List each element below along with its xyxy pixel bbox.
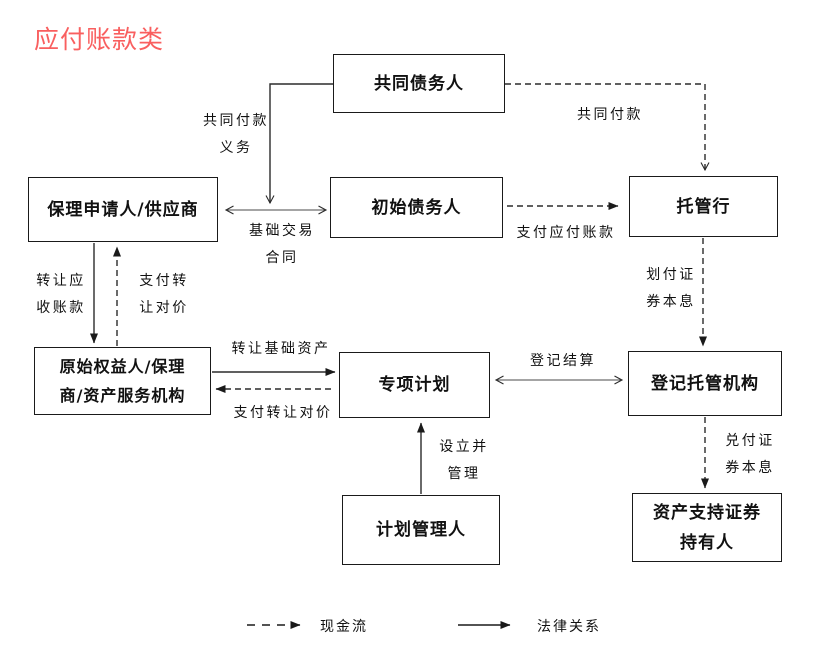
node-special-plan: 专项计划 — [339, 352, 490, 418]
node-initial-debtor: 初始债务人 — [330, 177, 503, 238]
edge-label-remit-principal-interest: 划付证 券本息 — [646, 267, 696, 310]
node-abs-holders: 资产支持证券 持有人 — [632, 493, 782, 562]
edge-label-redeem-principal-interest: 兑付证 券本息 — [725, 433, 775, 476]
edge-label-transfer-receivables: 转让应 收账款 — [36, 273, 86, 316]
node-plan-manager: 计划管理人 — [342, 495, 500, 565]
edge-label-pay-accounts-payable: 支付应付账款 — [516, 225, 616, 241]
edge-label-transfer-underlying-assets: 转让基础资产 — [231, 341, 331, 357]
page-title: 应付账款类 — [34, 25, 165, 54]
legend-cash-flow-label: 现金流 — [320, 619, 368, 635]
legend-legal-relationship-label: 法律关系 — [537, 619, 601, 635]
node-originator-factor-asset-servicer: 原始权益人/保理 商/资产服务机构 — [34, 347, 211, 415]
edge-label-pay-transfer-consideration-vertical: 支付转 让对价 — [139, 273, 189, 316]
edge-label-joint-payment: 共同付款 — [577, 107, 643, 123]
node-joint-debtor: 共同债务人 — [333, 54, 505, 113]
edge-label-underlying-transaction-contract: 基础交易 合同 — [249, 223, 315, 266]
node-registrar-custodian: 登记托管机构 — [628, 351, 782, 416]
edge-label-pay-transfer-consideration-horizontal: 支付转让对价 — [233, 405, 333, 421]
edge-label-registration-settlement: 登记结算 — [530, 353, 596, 369]
edge-label-establish-and-manage: 设立并 管理 — [439, 439, 489, 482]
node-custodian-bank: 托管行 — [629, 176, 778, 237]
edge-label-joint-payment-obligation: 共同付款 义务 — [203, 113, 269, 156]
node-factoring-applicant-supplier: 保理申请人/供应商 — [28, 177, 218, 242]
